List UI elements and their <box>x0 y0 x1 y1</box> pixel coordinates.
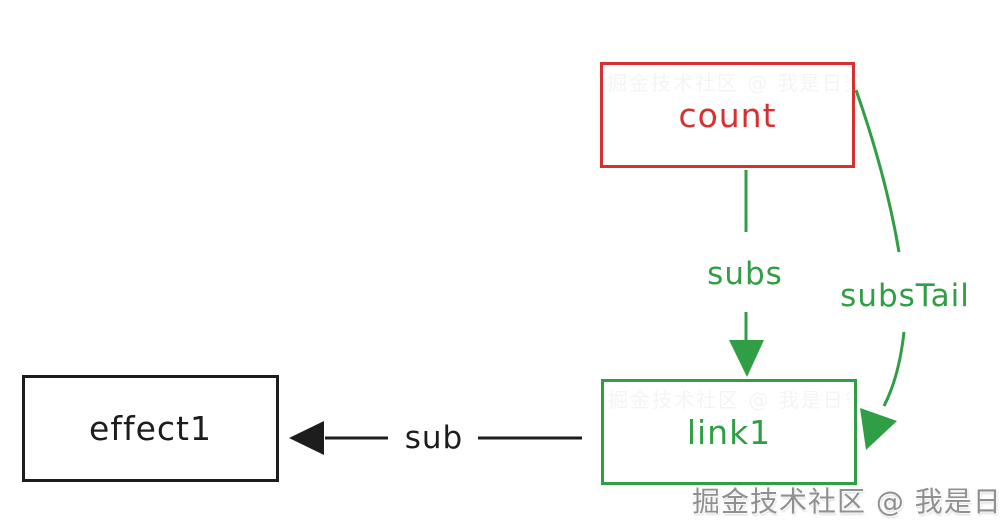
edge-label-subs: subs <box>702 256 788 292</box>
edge-label-sub: sub <box>399 420 469 456</box>
faint-watermark: 掘金技术社区 @ 我是日安 <box>607 71 848 95</box>
substail-edge-curve-lower <box>882 331 906 407</box>
node-effect1: effect1 <box>22 375 279 482</box>
node-count-label: count <box>678 95 777 135</box>
node-count: 掘金技术社区 @ 我是日安 count <box>600 62 855 168</box>
subs-arrowhead <box>729 340 764 377</box>
substail-edge-curve-upper <box>854 89 901 253</box>
watermark-text: 掘金技术社区 @ 我是日安 <box>692 485 1003 518</box>
node-effect1-label: effect1 <box>89 409 212 448</box>
substail-arrowhead <box>860 408 897 450</box>
node-link1: 掘金技术社区 @ 我是日安 link1 <box>601 379 857 485</box>
sub-arrowhead <box>289 421 324 455</box>
faint-watermark: 掘金技术社区 @ 我是日安 <box>608 388 850 412</box>
edge-label-substail: subsTail <box>835 278 975 314</box>
node-link1-label: link1 <box>686 412 772 452</box>
